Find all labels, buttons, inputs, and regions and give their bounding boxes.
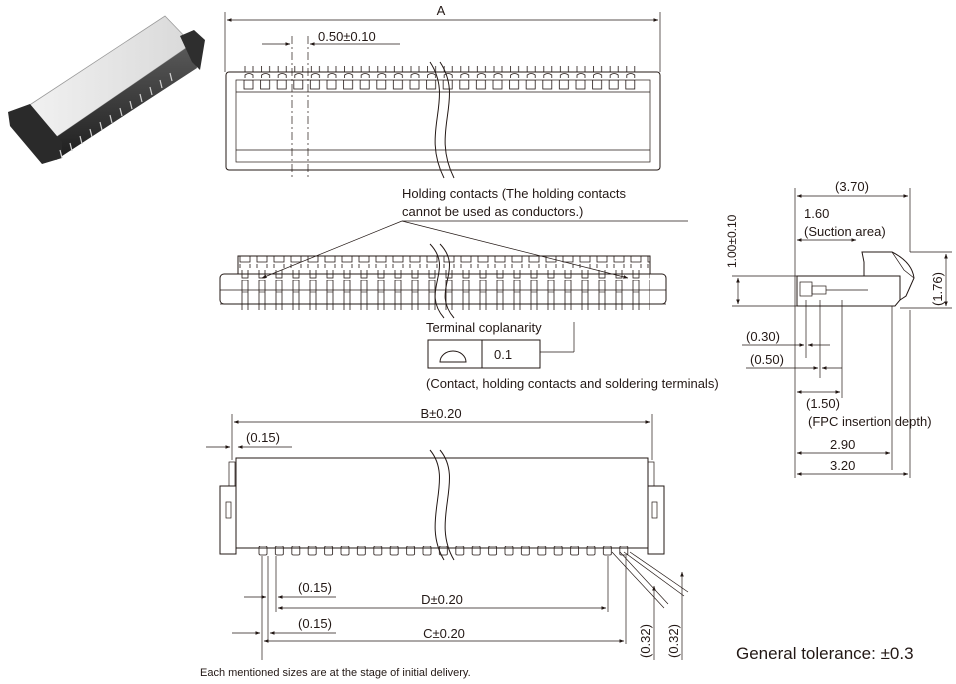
dim-160: 1.60 [804,206,829,221]
fpc-depth-label: (FPC insertion depth) [808,414,932,429]
dim-a: A [437,3,446,18]
dim-032-b: (0.32) [666,624,681,658]
coplanarity-frame [427,339,541,369]
dim-032-a: (0.32) [638,624,653,658]
top-view: A 0.50±0.10 [224,3,661,180]
dim-176: (1.76) [930,272,945,306]
coplanarity-label: Terminal coplanarity [426,320,542,335]
connector-photo [8,15,205,164]
side-view: (3.70) 1.60 (Suction area) 1.00±0.10 (1.… [725,179,952,478]
general-tolerance: General tolerance: ±0.3 [736,644,914,663]
contact-note: (Contact, holding contacts and soldering… [426,376,719,391]
suction-area-label: (Suction area) [804,224,886,239]
dim-015-mid: (0.15) [298,580,332,595]
holding-contacts-label-2: cannot be used as conductors.) [402,204,583,219]
coplanarity-value: 0.1 [494,347,512,362]
dim-015-top: (0.15) [246,430,280,445]
dim-290: 2.90 [830,437,855,452]
dim-015-bot: (0.15) [298,616,332,631]
dim-100: 1.00±0.10 [725,214,739,268]
dim-320: 3.20 [830,458,855,473]
dim-030: (0.30) [746,329,780,344]
holding-contacts-label-1: Holding contacts (The holding contacts [402,186,627,201]
dim-b: B±0.20 [420,406,461,421]
side-body [796,275,901,307]
dim-pitch: 0.50±0.10 [318,29,376,44]
dim-d: D±0.20 [421,592,463,607]
dim-050: (0.50) [750,352,784,367]
initial-delivery-note: Each mentioned sizes are at the stage of… [200,667,471,679]
front-view [219,243,667,319]
bottom-view: B±0.20 (0.15) (0.15) D±0.20 (0.15) C±0.2… [206,406,689,660]
dim-c: C±0.20 [423,626,465,641]
profile-symbol-icon [439,350,467,363]
dim-370: (3.70) [835,179,869,194]
dim-150: (1.50) [806,396,840,411]
